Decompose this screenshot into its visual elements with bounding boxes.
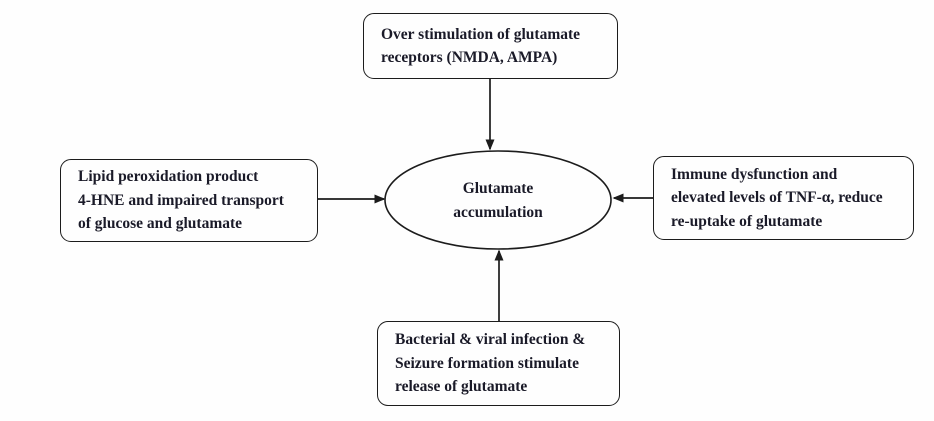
node-immune-dysfunction: Immune dysfunction and elevated levels o… xyxy=(653,156,914,240)
node-immune-dysfunction-label: Immune dysfunction and elevated levels o… xyxy=(671,165,883,230)
node-overstimulation: Over stimulation of glutamate receptors … xyxy=(363,13,618,79)
center-ellipse xyxy=(384,150,612,250)
node-overstimulation-label: Over stimulation of glutamate receptors … xyxy=(381,25,581,67)
node-lipid-peroxidation: Lipid peroxidation product 4-HNE and imp… xyxy=(60,159,318,242)
node-infection-seizure-label: Bacterial & viral infection & Seizure fo… xyxy=(395,331,586,396)
node-lipid-peroxidation-label: Lipid peroxidation product 4-HNE and imp… xyxy=(78,168,284,233)
node-infection-seizure: Bacterial & viral infection & Seizure fo… xyxy=(377,321,620,406)
